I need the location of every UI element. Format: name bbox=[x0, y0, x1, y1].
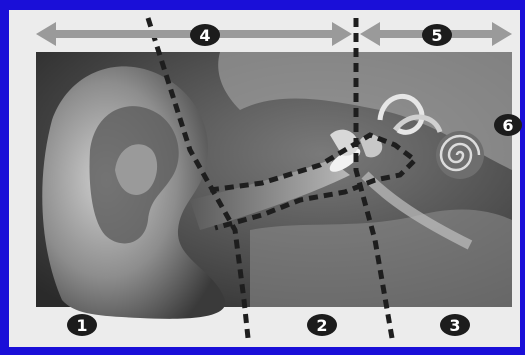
svg-text:3: 3 bbox=[449, 316, 460, 335]
badge-1: 1 bbox=[67, 314, 97, 336]
svg-text:4: 4 bbox=[199, 26, 210, 45]
svg-text:5: 5 bbox=[431, 26, 442, 45]
badge-2: 2 bbox=[307, 314, 337, 336]
illustration bbox=[36, 52, 512, 319]
badge-3: 3 bbox=[440, 314, 470, 336]
svg-text:1: 1 bbox=[76, 316, 87, 335]
svg-text:6: 6 bbox=[502, 116, 513, 135]
badge-4: 4 bbox=[190, 24, 220, 46]
badge-5: 5 bbox=[422, 24, 452, 46]
cochlea bbox=[436, 131, 484, 179]
badge-6: 6 bbox=[494, 114, 522, 136]
svg-text:2: 2 bbox=[316, 316, 327, 335]
